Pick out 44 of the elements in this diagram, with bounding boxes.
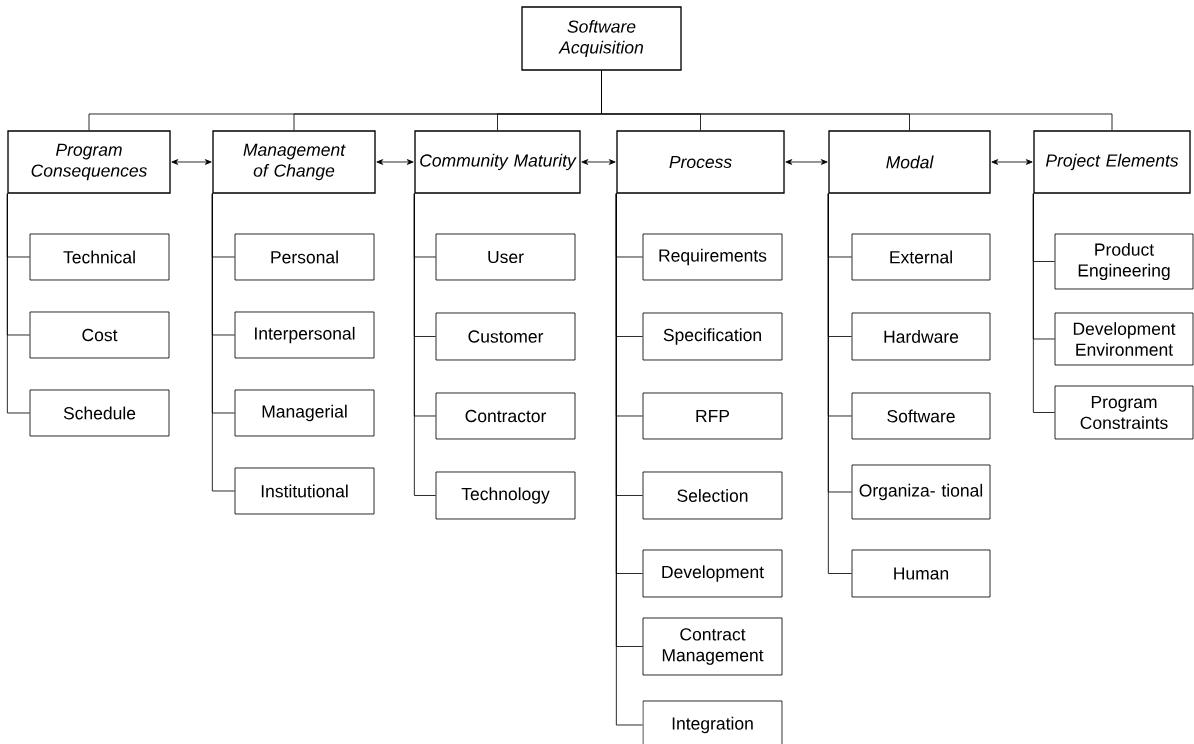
connector-line — [1032, 193, 1055, 413]
item-box: Human — [851, 549, 991, 598]
category-box: Community Maturity — [414, 130, 581, 194]
item-box: External — [851, 233, 991, 281]
item-box: Hardware — [851, 312, 991, 361]
connector-line — [601, 70, 1113, 131]
item-box: Customer — [435, 312, 576, 361]
connector-line — [413, 193, 436, 496]
item-box: Requirements — [642, 233, 783, 281]
double-arrow — [581, 159, 616, 165]
item-box: Technical — [29, 233, 170, 281]
item-box: Contractor — [435, 392, 576, 440]
root-box: Software Acquisition — [521, 6, 682, 71]
item-box: Selection — [642, 471, 783, 520]
item-box: Technology — [435, 471, 576, 520]
item-box: Program Constraints — [1054, 385, 1194, 440]
double-arrow — [376, 159, 414, 165]
item-box: Integration — [642, 700, 783, 744]
connector-line — [211, 193, 235, 492]
category-box: Program Consequences — [7, 130, 171, 194]
connector-line — [6, 193, 30, 414]
item-box: Personal — [234, 233, 375, 281]
item-box: Development Environment — [1054, 312, 1194, 366]
category-box: Project Elements — [1033, 130, 1191, 194]
category-box: Modal — [828, 130, 991, 194]
item-box: Schedule — [29, 389, 170, 437]
item-box: Interpersonal — [234, 311, 375, 359]
item-box: Organiza- tional — [851, 464, 991, 520]
connector-line — [827, 193, 852, 574]
item-box: Software — [851, 392, 991, 440]
double-arrow — [171, 159, 212, 165]
item-box: Managerial — [234, 389, 375, 437]
item-box: RFP — [642, 392, 783, 440]
item-box: Development — [642, 549, 783, 598]
double-arrow — [991, 159, 1033, 165]
item-box: Cost — [29, 311, 170, 359]
item-box: User — [435, 233, 576, 281]
item-box: Product Engineering — [1054, 233, 1194, 290]
item-box: Contract Management — [642, 617, 783, 676]
item-box: Institutional — [234, 467, 375, 515]
category-box: Management of Change — [212, 130, 376, 194]
item-box: Specification — [642, 312, 783, 361]
category-box: Process — [616, 130, 785, 194]
double-arrow — [785, 159, 828, 165]
